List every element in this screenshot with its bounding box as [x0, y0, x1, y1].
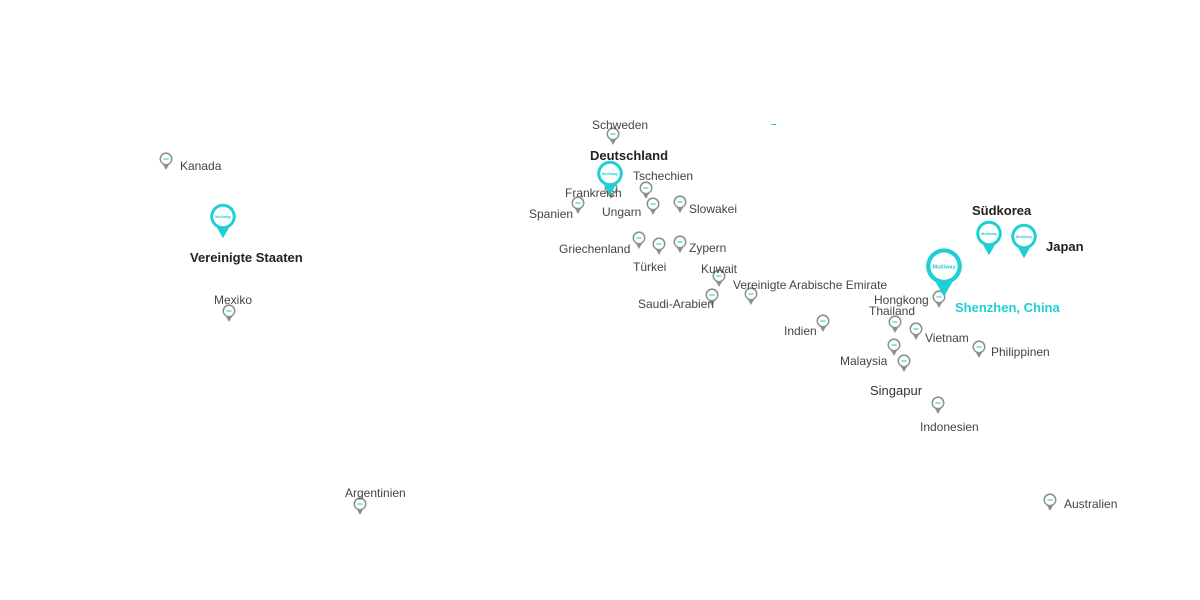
- czechia-label: Tschechien: [633, 169, 694, 183]
- map-pin-icon: [632, 231, 646, 249]
- map-pin-icon: [705, 288, 719, 306]
- singapore-label: Singapur: [870, 383, 923, 398]
- kuwait-label: Kuwait: [701, 262, 738, 276]
- germany-label: Deutschland: [590, 148, 669, 163]
- map-pin-icon: [159, 152, 173, 170]
- indonesia-label: Indonesien: [920, 420, 979, 434]
- cyprus-label: Zypern: [689, 241, 727, 255]
- map-pin-icon: [673, 195, 687, 213]
- germany-pin[interactable]: Multiway: [595, 159, 625, 197]
- usa-pin[interactable]: Multiway: [208, 202, 238, 240]
- mexico-label: Mexiko: [214, 293, 253, 307]
- slovakia-label: Slowakei: [689, 202, 738, 216]
- map-pin-icon: [652, 237, 666, 255]
- map-pin-icon: [353, 497, 367, 515]
- malaysia-pin[interactable]: [886, 337, 902, 357]
- canada-pin[interactable]: [158, 151, 174, 171]
- map-pin-icon: [571, 196, 585, 214]
- headquarters-pin[interactable]: Multiway: [923, 246, 965, 299]
- map-pin-icon: [932, 290, 946, 308]
- thailand-label: Thailand: [869, 304, 916, 318]
- hungary-label: Ungarn: [602, 205, 642, 219]
- argentina-pin[interactable]: [352, 496, 368, 516]
- map-pin-icon: [816, 314, 830, 332]
- map-pin-icon: [887, 338, 901, 356]
- australia-label: Australien: [1064, 497, 1118, 511]
- australia-pin[interactable]: [1042, 492, 1058, 512]
- india-pin[interactable]: [815, 313, 831, 333]
- hongkong-pin[interactable]: [931, 289, 947, 309]
- map-pin-icon: [639, 181, 653, 199]
- saudi-label: Saudi-Arabien: [638, 297, 715, 311]
- map-marker-dash: [771, 124, 776, 125]
- map-pin-icon: [222, 304, 236, 322]
- indonesia-pin[interactable]: [930, 395, 946, 415]
- mexico-pin[interactable]: [221, 303, 237, 323]
- greece-label: Griechenland: [559, 242, 631, 256]
- office-pin-icon: Multiway: [1011, 223, 1037, 259]
- sweden-pin[interactable]: [605, 126, 621, 146]
- vietnam-pin[interactable]: [908, 321, 924, 341]
- india-label: Indien: [784, 324, 817, 338]
- hongkong-label: Hongkong: [874, 293, 929, 307]
- philippines-pin[interactable]: [971, 339, 987, 359]
- map-pin-icon: [909, 322, 923, 340]
- czechia-pin[interactable]: [638, 180, 654, 200]
- philippines-label: Philippinen: [991, 345, 1050, 359]
- map-pin-icon: [897, 354, 911, 372]
- uae-label: Vereinigte Arabische Emirate: [733, 278, 888, 292]
- japan-pin[interactable]: Multiway: [1009, 222, 1039, 260]
- turkey-pin[interactable]: [651, 236, 667, 256]
- map-pin-icon: [931, 396, 945, 414]
- canada-label: Kanada: [180, 159, 222, 173]
- brand-logo-text: Multiway: [981, 232, 998, 236]
- office-pin-icon: Multiway: [597, 160, 623, 196]
- vietnam-label: Vietnam: [925, 331, 969, 345]
- map-pin-icon: [646, 197, 660, 215]
- turkey-label: Türkei: [633, 260, 667, 274]
- singapore-pin[interactable]: [896, 353, 912, 373]
- saudi-pin[interactable]: [704, 287, 720, 307]
- map-pin-icon: [744, 287, 758, 305]
- brand-logo-text: Multiway: [1016, 235, 1033, 239]
- map-pin-icon: [1043, 493, 1057, 511]
- map-pin-icon: [606, 127, 620, 145]
- slovakia-pin[interactable]: [672, 194, 688, 214]
- office-pin-icon: Multiway: [210, 203, 236, 239]
- brand-logo-text: Multiway: [215, 215, 232, 219]
- korea-label: Südkorea: [972, 203, 1032, 218]
- korea-pin[interactable]: Multiway: [974, 219, 1004, 257]
- thailand-pin[interactable]: [887, 314, 903, 334]
- sweden-label: Schweden: [592, 118, 649, 132]
- spain-label: Spanien: [529, 207, 574, 221]
- map-pin-icon: [712, 269, 726, 287]
- argentina-label: Argentinien: [345, 486, 406, 500]
- map-pin-icon: [888, 315, 902, 333]
- cyprus-pin[interactable]: [672, 234, 688, 254]
- map-pin-icon: [673, 235, 687, 253]
- headquarters-label: Shenzhen, China: [955, 300, 1060, 315]
- hungary-pin[interactable]: [645, 196, 661, 216]
- usa-label: Vereinigte Staaten: [190, 250, 303, 265]
- brand-logo-text: Multiway: [933, 264, 956, 270]
- office-pin-icon: Multiway: [926, 248, 962, 297]
- kuwait-pin[interactable]: [711, 268, 727, 288]
- map-pin-icon: [972, 340, 986, 358]
- japan-label: Japan: [1046, 239, 1084, 254]
- office-pin-icon: Multiway: [976, 220, 1002, 256]
- spain-pin[interactable]: [570, 195, 586, 215]
- greece-pin[interactable]: [631, 230, 647, 250]
- uae-pin[interactable]: [743, 286, 759, 306]
- malaysia-label: Malaysia: [840, 354, 888, 368]
- brand-logo-text: Multiway: [602, 172, 619, 176]
